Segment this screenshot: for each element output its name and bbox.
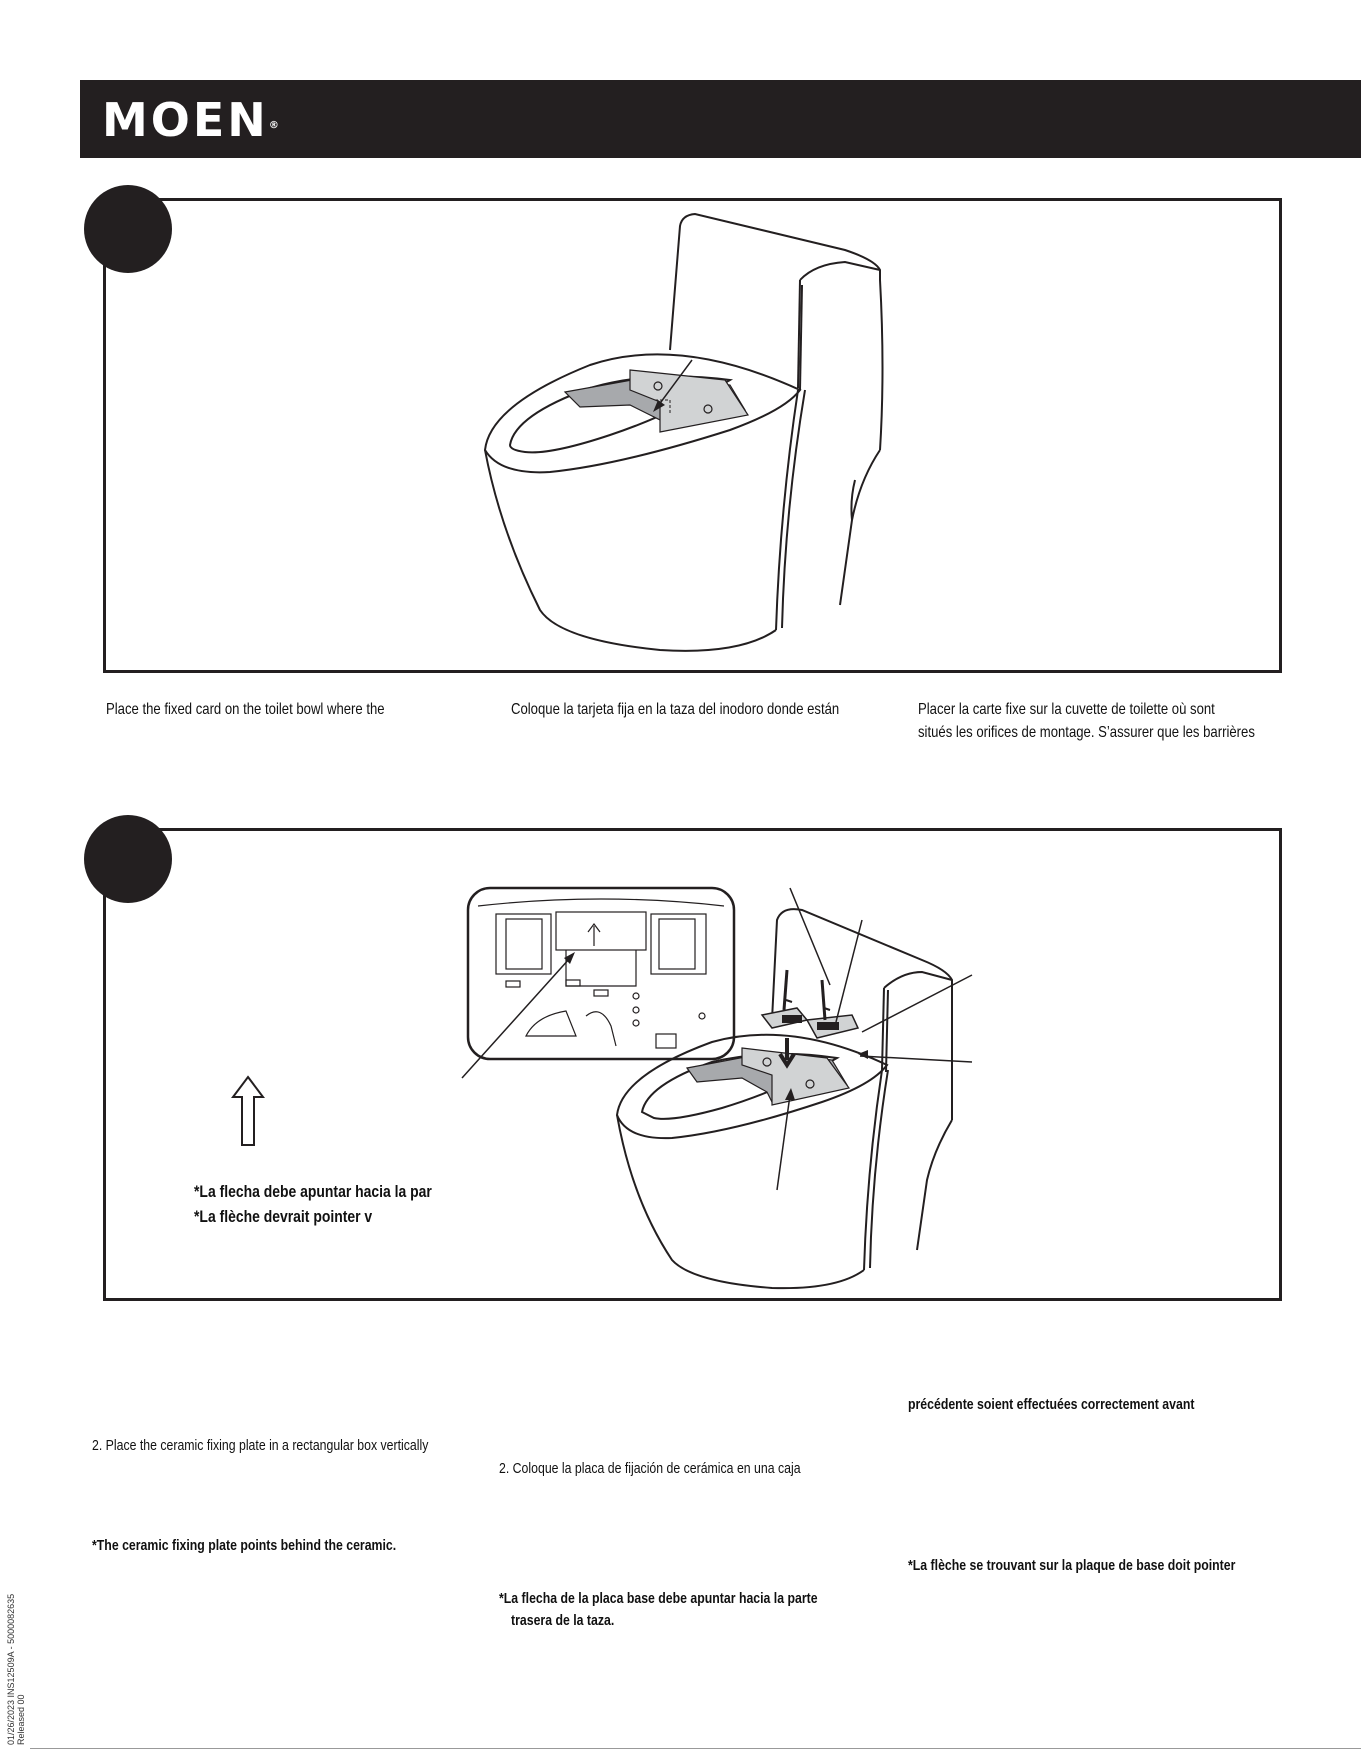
step-1-text-fr-line2: situés les orifices de montage. S’assure… bbox=[918, 722, 1255, 744]
step-1-text-fr-line1: Placer la carte fixe sur la cuvette de t… bbox=[918, 699, 1215, 721]
step-2-badge bbox=[84, 815, 172, 903]
step-2-instruction-en: 2. Place the ceramic fixing plate in a r… bbox=[92, 1435, 428, 1457]
step-2-note-es-line1: *La flecha de la placa base debe apuntar… bbox=[499, 1588, 818, 1610]
step-2-diagram-note-fr: *La flèche devrait pointer v bbox=[194, 1206, 372, 1228]
direction-arrow-icon bbox=[230, 1075, 266, 1147]
step-1-badge bbox=[84, 185, 172, 273]
moen-logo: MOEN® bbox=[102, 96, 279, 144]
step-2-note-en: *The ceramic fixing plate points behind … bbox=[92, 1535, 396, 1557]
step-2-fr-bold-line: précédente soient effectuées correctemen… bbox=[908, 1394, 1194, 1416]
step-2-diagram-note-es: *La flecha debe apuntar hacia la par bbox=[194, 1181, 432, 1203]
step-1-toilet-illustration bbox=[480, 210, 900, 660]
step-2-instruction-es: 2. Coloque la placa de fijación de cerám… bbox=[499, 1458, 801, 1480]
step-2-toilet-illustration bbox=[612, 870, 972, 1290]
step-2-note-fr: *La flèche se trouvant sur la plaque de … bbox=[908, 1555, 1235, 1577]
step-2-note-es-line2: trasera de la taza. bbox=[511, 1610, 614, 1632]
footer-rule bbox=[30, 1748, 1361, 1749]
step-2-inset-leader bbox=[460, 900, 580, 1080]
document-code: 01/26/2023 INS12509A - 5000082635 Releas… bbox=[6, 1594, 26, 1745]
step-1-text-es: Coloque la tarjeta fija en la taza del i… bbox=[511, 699, 839, 721]
step-1-text-en: Place the fixed card on the toilet bowl … bbox=[106, 699, 385, 721]
